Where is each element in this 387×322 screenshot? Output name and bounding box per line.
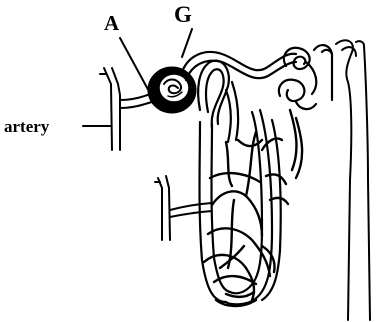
leader-line-g bbox=[182, 29, 192, 57]
label-artery: artery bbox=[4, 117, 50, 136]
collecting-duct bbox=[336, 40, 370, 320]
label-g: G bbox=[174, 2, 192, 27]
loop-of-henle bbox=[200, 110, 281, 304]
label-a: A bbox=[104, 11, 120, 35]
afferent-artery bbox=[100, 68, 158, 150]
leader-line-a bbox=[120, 38, 151, 95]
efferent-artery bbox=[155, 176, 212, 240]
